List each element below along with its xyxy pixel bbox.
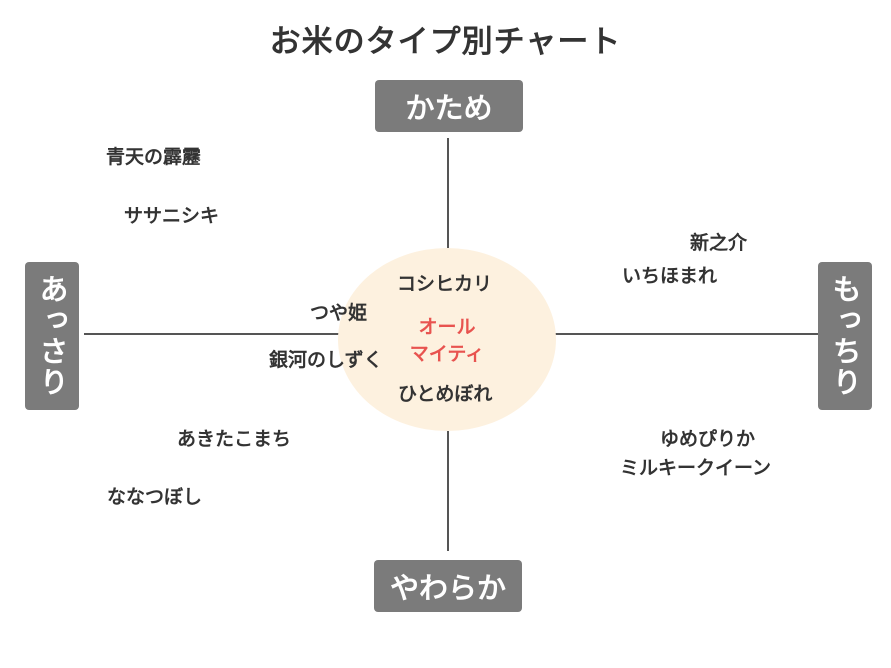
pole-hard: かため	[375, 80, 523, 132]
variety-sasanishiki: ササニシキ	[124, 205, 220, 227]
chart-title: お米のタイプ別チャート	[269, 24, 622, 60]
pole-soft: やわらか	[374, 560, 522, 612]
axis-top	[447, 138, 449, 248]
variety-yumepirika: ゆめぴりか	[660, 428, 756, 450]
center-label-line2: マイティ	[409, 343, 485, 365]
pole-sticky: もっちり	[818, 262, 872, 410]
variety-hitomebore: ひとめぼれ	[398, 383, 493, 405]
variety-shinnosuke: 新之介	[690, 232, 748, 254]
variety-akitakomachi: あきたこまち	[177, 428, 292, 450]
center-label-line1: オール	[418, 316, 476, 338]
variety-milky-queen: ミルキークイーン	[620, 457, 772, 479]
variety-tsuyahime: つや姫	[310, 302, 368, 324]
variety-koshihikari: コシヒカリ	[397, 273, 493, 295]
axis-left	[84, 333, 340, 335]
variety-ichihomare: いちほまれ	[622, 265, 718, 287]
axis-bottom	[447, 431, 449, 551]
variety-seiten-no-hekireki: 青天の霹靂	[106, 146, 202, 168]
pole-light: あっさり	[25, 262, 79, 410]
variety-nanatsuboshi: ななつぼし	[107, 486, 203, 508]
variety-ginga-no-shizuku: 銀河のしずく	[269, 349, 383, 371]
all-mighty-circle	[338, 248, 556, 431]
axis-right	[555, 333, 818, 335]
